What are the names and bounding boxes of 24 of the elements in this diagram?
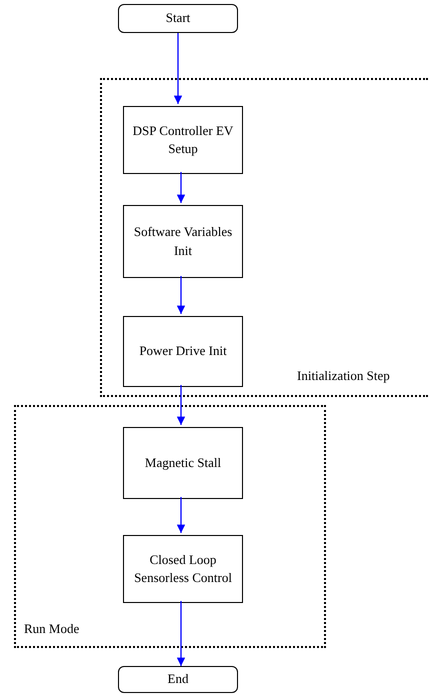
process-box: [123, 535, 243, 603]
arrow: [176, 276, 186, 314]
arrow: [176, 172, 186, 203]
box-label: Closed Loop Sensorless Control: [133, 550, 233, 587]
terminal-box: [118, 666, 238, 693]
box-label: Power Drive Init: [139, 342, 227, 360]
dotted-group-frame: [100, 78, 428, 397]
process-box: [123, 427, 243, 499]
process-box: [123, 205, 243, 278]
box-label: Magnetic Stall: [144, 454, 222, 472]
dotted-group-frame: [14, 405, 326, 648]
process-box: [123, 316, 243, 387]
group-label: Initialization Step: [297, 366, 390, 385]
box-label: DSP Controller EV Setup: [132, 122, 234, 158]
arrow: [174, 33, 182, 104]
arrow: [176, 497, 186, 533]
group-label: Run Mode: [24, 620, 80, 638]
process-box: [123, 106, 243, 174]
terminal-box: [118, 4, 238, 33]
box-label: Start: [166, 9, 190, 28]
arrow: [176, 601, 186, 666]
arrow: [176, 385, 186, 425]
box-label: End: [168, 670, 188, 688]
box-label: Software Variables Init: [132, 223, 234, 260]
